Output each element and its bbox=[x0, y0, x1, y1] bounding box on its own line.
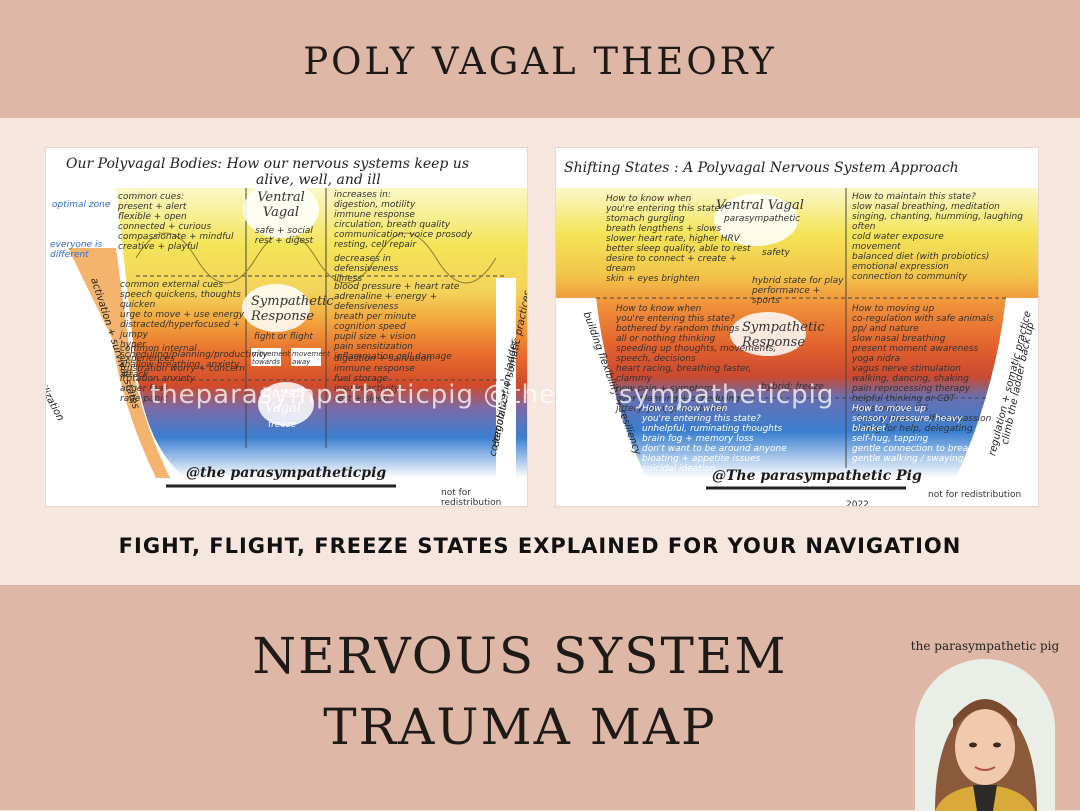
left-handle: @the parasympatheticpig bbox=[186, 465, 387, 481]
safety-label: safety bbox=[762, 248, 790, 258]
left-redistribution: not for redistribution bbox=[441, 488, 502, 506]
blood-pressure-note: blood pressure + heart rate adrenaline +… bbox=[334, 282, 460, 362]
left-chart-heading-line2: alive, well, and ill bbox=[256, 172, 381, 188]
right-redistribution: not for redistribution bbox=[928, 490, 1022, 500]
watermark: theparasympatheticpig @theparasympatheti… bbox=[150, 380, 835, 410]
external-cues-note: common external cues speech quickens, th… bbox=[120, 280, 268, 380]
avatar bbox=[915, 659, 1055, 811]
movement-towards-label: movement towards bbox=[252, 350, 290, 366]
ventral-sub-label: safe + social rest + digest bbox=[254, 226, 314, 246]
fight-flight-label: fight or flight bbox=[254, 332, 313, 342]
optimal-zone-label: optimal zone bbox=[52, 200, 111, 210]
dorsal-up-note: How to move up sensory pressure, heavy b… bbox=[852, 404, 978, 464]
dorsal-vagal-label: Dorsal Vagal bbox=[261, 386, 305, 416]
know-sympathetic-note: How to know when you're entering this st… bbox=[616, 304, 777, 414]
footer-band: NERVOUS SYSTEM TRAUMA MAP the parasympat… bbox=[0, 585, 1080, 811]
moving-up-note: How to moving up co-regulation with safe… bbox=[852, 304, 994, 434]
right-chart-image: Shifting States : A Polyvagal Nervous Sy… bbox=[556, 148, 1038, 506]
increases-note: increases in: digestion, motility immune… bbox=[334, 190, 473, 250]
brand-name: the parasympathetic pig bbox=[910, 639, 1060, 653]
header-band: POLY VAGAL THEORY bbox=[0, 0, 1080, 118]
know-dorsal-note: How to know when you're entering this st… bbox=[642, 404, 787, 474]
left-chart-background bbox=[66, 182, 527, 488]
avatar-portrait bbox=[915, 659, 1055, 811]
left-chart-image: Our Polyvagal Bodies: How our nervous sy… bbox=[46, 148, 527, 506]
map-title-line1: NERVOUS SYSTEM bbox=[252, 627, 788, 685]
right-chart-heading: Shifting States : A Polyvagal Nervous Sy… bbox=[564, 160, 959, 176]
maintain-note: How to maintain this state? slow nasal b… bbox=[852, 192, 1023, 282]
hybrid-freeze-note: hybrid: freeze bbox=[761, 382, 824, 392]
left-chart-heading: Our Polyvagal Bodies: How our nervous sy… bbox=[66, 156, 469, 172]
right-handle: @The parasympathetic Pig bbox=[712, 468, 922, 484]
right-ventral-sub: parasympathetic bbox=[724, 214, 801, 224]
page-title: POLY VAGAL THEORY bbox=[303, 39, 777, 83]
movement-away-label: movement away bbox=[292, 350, 330, 366]
freeze-label: freeze bbox=[268, 420, 297, 430]
everyone-different-label: everyone is different bbox=[50, 240, 103, 260]
right-ventral-label: Ventral Vagal bbox=[716, 198, 804, 213]
sympathetic-label: Sympathetic Response bbox=[251, 294, 334, 324]
right-sympathetic-label: Sympathetic Response bbox=[742, 320, 825, 350]
internal-experiences-note: common internal experiences frustration … bbox=[120, 344, 246, 404]
ventral-vagal-label: Ventral Vagal bbox=[257, 190, 305, 220]
hybrid-play-note: hybrid state for play performance + spor… bbox=[752, 276, 844, 306]
digestion-note: digestion + salivation immune response f… bbox=[334, 354, 432, 404]
decreases-note: decreases in defensiveness illness bbox=[334, 254, 399, 284]
preview-area: Our Polyvagal Bodies: How our nervous sy… bbox=[0, 118, 1080, 585]
subtitle: FIGHT, FLIGHT, FREEZE STATES EXPLAINED F… bbox=[118, 534, 962, 558]
right-chart-background bbox=[556, 188, 1038, 490]
common-cues-note: common cues: present + alert flexible + … bbox=[118, 192, 234, 252]
right-year: 2022 bbox=[846, 500, 869, 506]
map-title-line2: TRAUMA MAP bbox=[323, 698, 717, 756]
know-entering-note: How to know when you're entering this st… bbox=[606, 194, 751, 284]
